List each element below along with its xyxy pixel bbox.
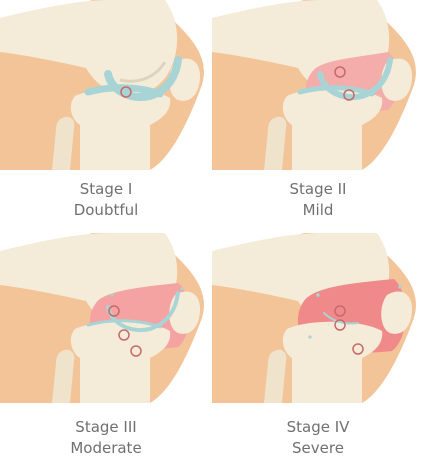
- bone-spur-dot: [308, 335, 311, 338]
- stage-title: Stage IV: [212, 417, 424, 438]
- knee-illustration-stage-4: [212, 233, 424, 403]
- stage-grade: Severe: [212, 438, 424, 459]
- bone-spur-dot: [180, 287, 183, 290]
- stage-panel-1: Stage I Doubtful: [0, 0, 212, 232]
- stage-caption-3: Stage III Moderate: [0, 417, 212, 459]
- knee-illustration-stage-1: [0, 0, 212, 170]
- stage-title: Stage I: [0, 179, 212, 200]
- bone-spur-dot: [316, 293, 320, 297]
- bone-spur-dot: [398, 285, 402, 289]
- stage-caption-1: Stage I Doubtful: [0, 179, 212, 221]
- stage-grade: Doubtful: [0, 200, 212, 221]
- stage-caption-2: Stage II Mild: [212, 179, 424, 221]
- knee-illustration-stage-3: [0, 233, 212, 403]
- stage-panel-3: Stage III Moderate: [0, 233, 212, 465]
- bone-spur-dot: [110, 293, 113, 296]
- knee-illustration-stage-2: [212, 0, 424, 170]
- stage-title: Stage II: [212, 179, 424, 200]
- stage-caption-4: Stage IV Severe: [212, 417, 424, 459]
- stage-grade: Moderate: [0, 438, 212, 459]
- stage-panel-2: Stage II Mild: [212, 0, 424, 232]
- stage-panel-4: Stage IV Severe: [212, 233, 424, 465]
- stage-grade: Mild: [212, 200, 424, 221]
- stage-title: Stage III: [0, 417, 212, 438]
